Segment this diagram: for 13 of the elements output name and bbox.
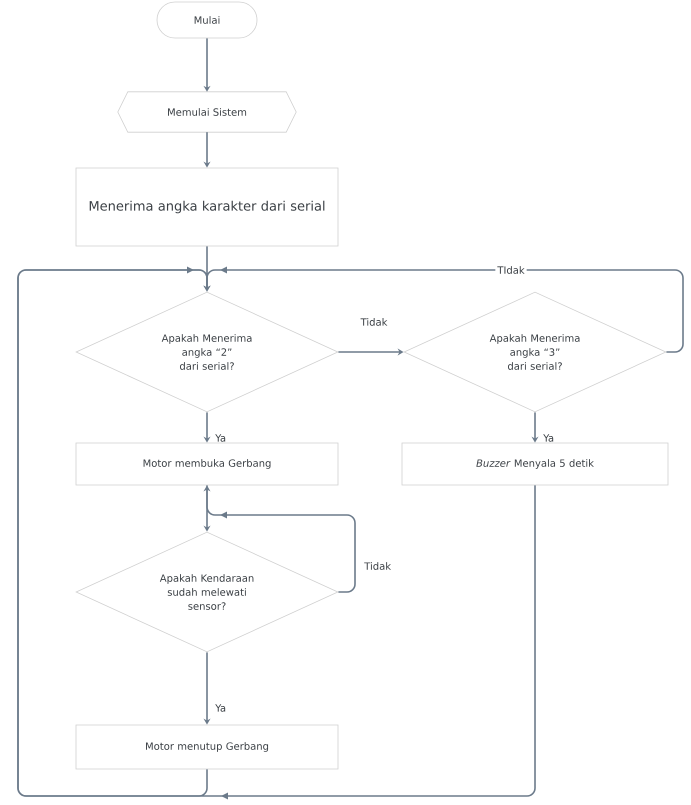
- process-box: Motor menutup Gerbang: [76, 724, 338, 770]
- edge-label: Ya: [543, 434, 554, 442]
- edge-label: TIdak: [495, 264, 527, 276]
- terminator-box: Mulai: [156, 2, 258, 38]
- arrow: [17, 269, 536, 800]
- edge-label: Ya: [215, 434, 226, 442]
- process-box: Menerima angka karakter dari serial: [76, 168, 338, 246]
- edge-label: Tidak: [364, 562, 392, 570]
- edge-label: Ya: [215, 704, 226, 712]
- preparation-hexagon: Memulai Sistem: [117, 91, 297, 133]
- process-box: Buzzer Menyala 5 detik: [402, 442, 668, 486]
- process-box: Motor membuka Gerbang: [76, 442, 338, 486]
- edge-label: Tidak: [360, 318, 388, 326]
